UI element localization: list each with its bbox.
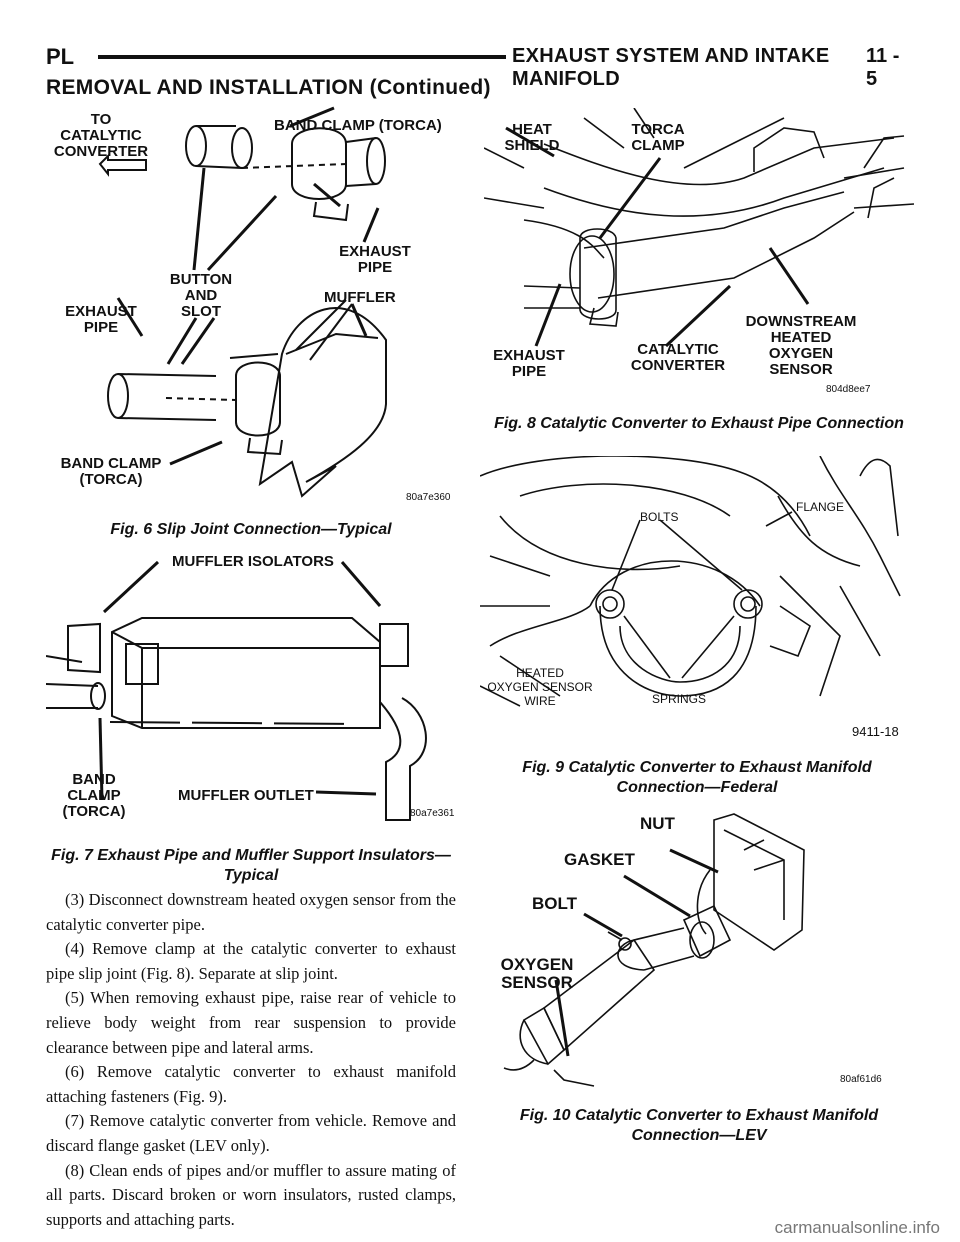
page-header: PL EXHAUST SYSTEM AND INTAKE MANIFOLD 11…	[46, 38, 914, 90]
label-muffler-isolators: MUFFLER ISOLATORS	[172, 553, 334, 570]
figure-6-id: 80a7e360	[406, 492, 451, 503]
label-button-and-slot: BUTTON AND SLOT	[169, 271, 233, 320]
figure-8-caption: Fig. 8 Catalytic Converter to Exhaust Pi…	[494, 415, 904, 432]
label-heat-shield: HEAT SHIELD	[504, 121, 560, 154]
step-7: (7) Remove catalytic converter from vehi…	[46, 1111, 456, 1155]
figure-8: HEAT SHIELD TORCA CLAMP EXHAUST PIPE CAT…	[484, 108, 914, 454]
label-muffler: MUFFLER	[324, 289, 396, 306]
label-band-clamp-torca: BAND CLAMP (TORCA)	[62, 771, 126, 820]
figure-7-id: 80a7e361	[410, 808, 455, 819]
label-bolts: BOLTS	[640, 510, 679, 524]
figure-9: BOLTS FLANGE HEATED OXYGEN SENSOR WIRE S…	[480, 456, 914, 798]
label-band-clamp-torca-top: BAND CLAMP (TORCA)	[274, 117, 442, 134]
figure-10-caption: Fig. 10 Catalytic Converter to Exhaust M…	[519, 1107, 879, 1144]
figure-6-caption: Fig. 6 Slip Joint Connection—Typical	[110, 521, 392, 538]
header-rule	[98, 55, 506, 59]
label-to-catalytic-converter: TO CATALYTIC CONVERTER	[53, 111, 149, 160]
figure-7: MUFFLER ISOLATORS BAND CLAMP (TORCA) MUF…	[46, 552, 456, 884]
manual-code: PL	[46, 44, 75, 69]
label-band-clamp-torca-bottom: BAND CLAMP (TORCA)	[60, 455, 162, 488]
label-springs: SPRINGS	[652, 692, 707, 706]
step-5: (5) When removing exhaust pipe, raise re…	[46, 988, 456, 1057]
label-nut: NUT	[640, 814, 675, 833]
section-heading: REMOVAL AND INSTALLATION (Continued)	[46, 76, 491, 99]
figure-7-illustration	[46, 560, 427, 821]
section-title: EXHAUST SYSTEM AND INTAKE MANIFOLD	[512, 45, 830, 90]
watermark: carmanualsonline.info	[774, 1218, 940, 1237]
label-catalytic-converter: CATALYTIC CONVERTER	[630, 341, 726, 374]
figure-10-id: 80af61d6	[840, 1074, 882, 1085]
figure-8-id: 804d8ee7	[826, 384, 871, 395]
label-heated-oxygen-sensor-wire: HEATED OXYGEN SENSOR WIRE	[487, 666, 593, 708]
step-8: (8) Clean ends of pipes and/or muffler t…	[46, 1160, 456, 1229]
label-exhaust-pipe-left: EXHAUST PIPE	[65, 303, 137, 336]
label-exhaust-pipe: EXHAUST PIPE	[493, 347, 565, 380]
figure-10: NUT GASKET BOLT OXYGEN SENSOR 80af61d6 F…	[484, 810, 914, 1150]
label-downstream-heated-oxygen-sensor: DOWNSTREAM HEATED OXYGEN SENSOR	[745, 313, 857, 378]
figure-9-caption: Fig. 9 Catalytic Converter to Exhaust Ma…	[522, 759, 872, 796]
figure-7-caption: Fig. 7 Exhaust Pipe and Muffler Support …	[51, 847, 451, 884]
step-3: (3) Disconnect downstream heated oxygen …	[46, 890, 456, 934]
label-exhaust-pipe-right: EXHAUST PIPE	[339, 243, 411, 276]
procedure-steps: (3) Disconnect downstream heated oxygen …	[46, 888, 456, 1232]
label-torca-clamp: TORCA CLAMP	[631, 121, 685, 154]
figure-9-id: 9411-18	[852, 724, 899, 739]
figure-9-illustration	[480, 456, 901, 707]
label-muffler-outlet: MUFFLER OUTLET	[178, 787, 314, 804]
label-gasket: GASKET	[564, 850, 635, 869]
step-4: (4) Remove clamp at the catalytic conver…	[46, 939, 456, 983]
step-6: (6) Remove catalytic converter to exhaus…	[46, 1062, 456, 1106]
figure-6: TO CATALYTIC CONVERTER BAND CLAMP (TORCA…	[46, 104, 456, 554]
page-number: 11 - 5	[866, 45, 900, 90]
figure-6-illustration	[98, 106, 387, 498]
figure-8-illustration	[484, 108, 914, 348]
label-bolt: BOLT	[532, 894, 578, 913]
label-flange: FLANGE	[796, 500, 845, 514]
label-oxygen-sensor: OXYGEN SENSOR	[500, 955, 574, 992]
figure-10-illustration	[503, 813, 805, 1087]
